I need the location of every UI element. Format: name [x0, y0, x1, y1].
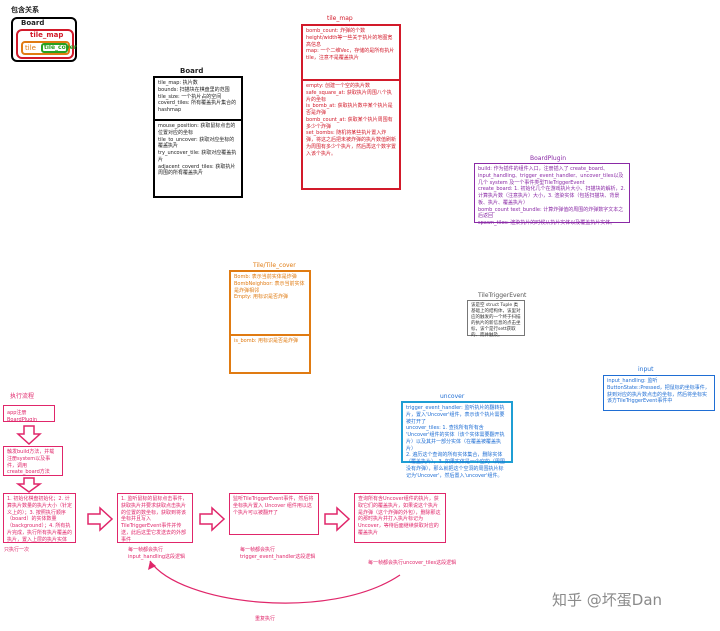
tile-map-title: tile_map: [327, 15, 353, 22]
right-arrow-3: [324, 506, 351, 532]
flow-trigger-note: 每一帧都会执行trigger_event_handler这段逻辑: [240, 547, 316, 560]
uncover-title: uncover: [440, 393, 465, 400]
tile-cover-title: Tile/Tile_cover: [253, 262, 296, 269]
legend-tile-label: tile: [25, 44, 36, 52]
flow-input-text: 1. 监听鼠标的鼠标点击事件，获取执片并要求获取点击执片的位置的数坐标，获取到将…: [121, 496, 188, 543]
down-arrow-2: [15, 477, 43, 493]
tile-map-method: empty: 创建一个空的执片数: [306, 83, 370, 89]
board-plugin-line: spawn_tiles: 渲染执片的时候从执片实体以及覆盖执片实体。: [478, 220, 616, 226]
flow-uncover-note: 每一帧都会执行uncover_tiles这段逻辑: [368, 560, 457, 566]
tile-map-method: set_bombs: 随机将某些执片置入炸弹，将这之后把未被炸弹的执片数值刷新为…: [306, 130, 397, 157]
flow-loop-label: 重复执行: [255, 616, 276, 622]
tile-map-field: map: 一个二维Vec，存储的是所有执片tile，注意不是覆盖执片: [306, 48, 395, 61]
tile-map-method: bomb_count_at: 获取某个执片周围有多少个炸弹: [306, 116, 393, 130]
loop-curve: [149, 560, 401, 604]
legend-board-label: Board: [21, 19, 45, 27]
board-title: Board: [180, 67, 204, 75]
flow-build-text: 触发build方法，并载注册system以及事件，调用create_board方…: [7, 449, 55, 476]
flow-create-text: 1. 初始化棋盘初始化；2. 计算执片数量的执片大小（针定义上的）；3. 按照执…: [7, 496, 73, 543]
tile-cover-methods: is_bomb: 用标识是否是炸弹: [231, 336, 309, 347]
input-text: input_handling: 监听ButtonState::Pressed，把…: [607, 378, 710, 405]
board-plugin-title: BoardPlugin: [530, 155, 566, 162]
board-field: bounds: 扫描块在棋盘里的范围: [158, 86, 230, 93]
flow-create-box: 1. 初始化棋盘初始化；2. 计算执片数量的执片大小（针定义上的）；3. 按照执…: [3, 493, 76, 543]
board-plugin-box: build: 作为插件的组件入口，注册插入了 create_board、inpu…: [474, 163, 630, 226]
board-plugin-line: bomb_count text_bundle: 计算炸弹值的周围的炸弹数字文本之…: [478, 206, 624, 220]
flow-start-box: app注册BoardPlugin: [3, 405, 55, 423]
uncover-line: 2. 遍历这个查询的所有实体集合，删除实体（覆盖执片），3. 如果实体是一个空的…: [406, 452, 505, 479]
board-field: tile_map: 执片数: [158, 80, 198, 86]
tile-trigger-event-title: TileTriggerEvent: [478, 292, 527, 299]
right-arrow-1: [87, 506, 114, 532]
uncover-line: uncover_tiles: 1. 查找所有所有含 'Uncover'组件的实体…: [406, 425, 505, 452]
uncover-text: trigger_event_handler: 监听执片的翻转执片，置入'Unco…: [403, 403, 511, 481]
tile-map-method: is_bomb_at: 获取执片数中某个执片是否是炸弹: [306, 103, 393, 116]
flow-create-note: 只执行一次: [4, 547, 30, 553]
flow-uncover-text: 查询所有含Uncover组件的执片，获取它们的覆盖执片，如果说这个执片是炸弹（这…: [358, 496, 441, 536]
watermark: 知乎 @坏蛋Dan: [552, 591, 663, 609]
legend-tile-map-label: tile_map: [30, 31, 64, 39]
board-fields: tile_map: 执片数 bounds: 扫描块在棋盘里的范围 tile_si…: [155, 78, 241, 121]
uncover-line: trigger_event_handler: 监听执片的翻转执片，置入'Unco…: [406, 405, 505, 425]
input-box: input_handling: 监听ButtonState::Pressed，把…: [603, 375, 715, 411]
input-title: input: [638, 366, 654, 373]
flow-input-note: 每一帧都会执行input_handling这段逻辑: [128, 547, 186, 560]
legend-title: 包含关系: [11, 6, 39, 14]
board-plugin-line: build: 作为插件的组件入口，注册插入了 create_board、inpu…: [478, 166, 624, 186]
tile-cover-field: Empty: 用标识是否炸弹: [234, 294, 289, 301]
legend-tile-cover-label: tile_cover: [44, 44, 77, 51]
board-method: tile_to_uncover: 获取对应坐标的覆盖执片: [158, 136, 235, 150]
flow-trigger-text: 监听TileTriggerEvent事件，然后将坐标执片置入 Uncover 组…: [233, 496, 314, 516]
tile-map-field: bomb_count: 炸弹的个数: [306, 28, 366, 34]
legend-tile-cover-box: tile_cover: [41, 43, 77, 53]
tile-cover-fields: Bomb: 表示当前实体是炸弹 BombNeighbor: 表示当前实体是炸弹相…: [231, 272, 309, 336]
tile-trigger-event-box: 该是空 struct Tuple 类基础上的结构体，该里对应的触发的一个终于扫描…: [467, 300, 525, 338]
board-field: coverd_tiles: 所有覆盖执片集合的hashmap: [158, 100, 237, 113]
flow-build-box: 触发build方法，并载注册system以及事件，调用create_board方…: [3, 446, 63, 476]
legend-tile-map-box: tile_map tile tile_cover: [16, 29, 77, 59]
board-method: adjacent_coverd_tiles: 获取执片周围的所有覆盖执片: [158, 163, 236, 177]
legend-board-box: Board tile_map tile tile_cover: [11, 17, 77, 62]
tile-map-method: safe_square_at: 获取执片周围八个执片的坐标: [306, 89, 392, 103]
flow-label: 执行流程: [10, 393, 35, 400]
tile-cover-field: Bomb: 表示当前实体是炸弹: [234, 274, 297, 280]
tile-cover-method: is_bomb: 用标识是否是炸弹: [234, 338, 299, 344]
board-box: tile_map: 执片数 bounds: 扫描块在棋盘里的范围 tile_si…: [153, 76, 243, 198]
board-method: mouse_position: 获取鼠标点击的位置对应的坐标: [158, 123, 236, 136]
loop-arrow-head: [148, 561, 156, 570]
tile-map-field: height/width等一些关于执片的地图宽高信息: [306, 34, 393, 48]
tile-trigger-event-text: 该是空 struct Tuple 类基础上的结构体，该里对应的触发的一个终于扫描…: [471, 303, 521, 339]
board-methods: mouse_position: 获取鼠标点击的位置对应的坐标 tile_to_u…: [155, 121, 241, 179]
board-plugin-text: build: 作为插件的组件入口，注册插入了 create_board、inpu…: [475, 164, 629, 229]
tile-map-fields: bomb_count: 炸弹的个数 height/width等一些关于执片的地图…: [303, 26, 399, 81]
tile-map-methods: empty: 创建一个空的执片数 safe_square_at: 获取执片周围八…: [303, 81, 399, 159]
tile-cover-box: Bomb: 表示当前实体是炸弹 BombNeighbor: 表示当前实体是炸弹相…: [229, 270, 311, 374]
uncover-box: trigger_event_handler: 监听执片的翻转执片，置入'Unco…: [401, 401, 513, 479]
tile-cover-field: BombNeighbor: 表示当前实体是炸弹相邻: [234, 280, 305, 294]
tile-map-box: bomb_count: 炸弹的个数 height/width等一些关于执片的地图…: [301, 24, 401, 190]
right-arrow-2: [199, 506, 226, 532]
flow-trigger-box: 监听TileTriggerEvent事件，然后将坐标执片置入 Uncover 组…: [229, 493, 319, 535]
legend-tile-box: tile tile_cover: [21, 41, 77, 55]
flow-input-box: 1. 监听鼠标的鼠标点击事件，获取执片并要求获取点击执片的位置的数坐标，获取到将…: [117, 493, 193, 543]
board-method: try_uncover_tile: 获取对应覆盖执片: [158, 150, 237, 163]
down-arrow-1: [16, 425, 42, 446]
flow-uncover-box: 查询所有含Uncover组件的执片，获取它们的覆盖执片，如果说这个执片是炸弹（这…: [354, 493, 446, 543]
board-field: tile_size: 一个执片占的空间: [158, 93, 222, 100]
flow-start-text: app注册BoardPlugin: [7, 410, 37, 423]
board-plugin-line: create_board: 1. 初始化几个在游戏执片大小、扫描块的解析，2. …: [478, 186, 626, 206]
